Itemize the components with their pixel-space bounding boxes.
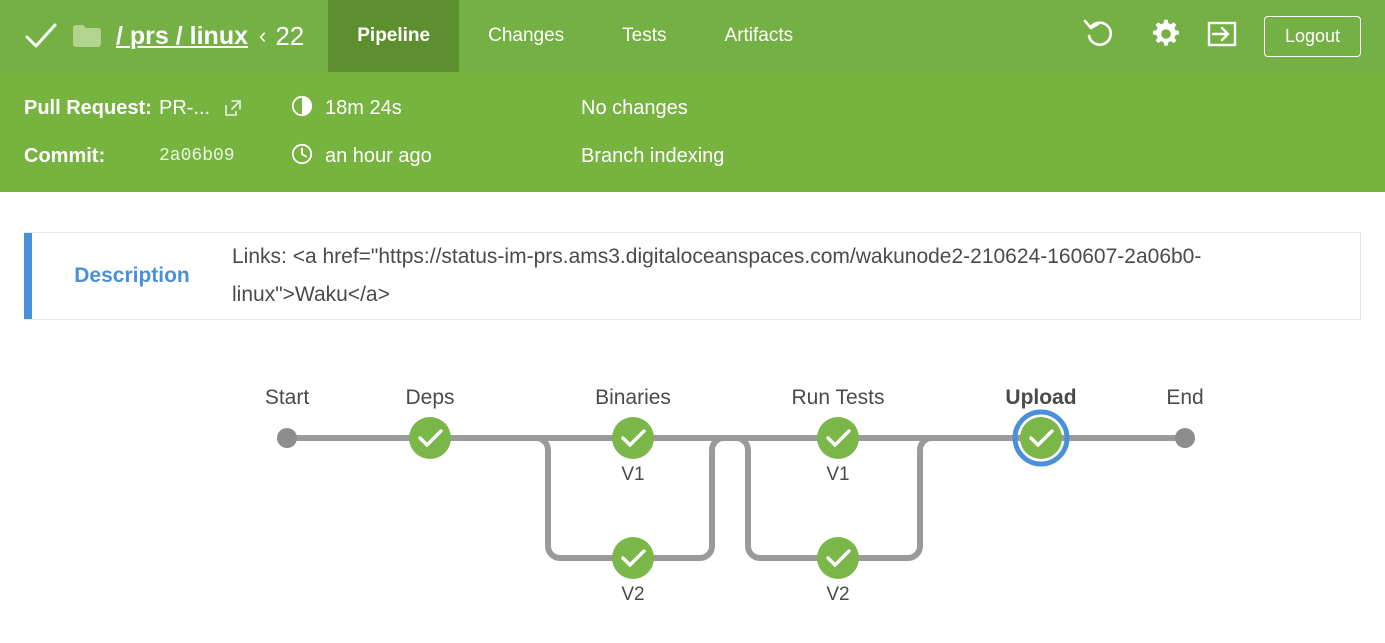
external-link-icon[interactable] (224, 99, 242, 117)
commit-hash[interactable]: 2a06b09 (159, 146, 235, 166)
description-accent-bar (24, 233, 32, 319)
pull-request-row: Pull Request: PR-... 18m 24s No changes (24, 84, 1361, 132)
stage-label-start: Start (265, 386, 310, 409)
time-block: an hour ago (291, 143, 581, 170)
tab-tests[interactable]: Tests (622, 25, 667, 46)
check-icon (418, 429, 443, 447)
node-sublabel-binaries-v1: V1 (621, 464, 644, 485)
check-icon (826, 429, 851, 447)
header-actions: Logout (1060, 0, 1385, 72)
tab-changes[interactable]: Changes (488, 25, 565, 46)
stage-label-binaries[interactable]: Binaries (595, 386, 671, 409)
pull-request-label: Pull Request: (24, 96, 152, 119)
selected-ring (1012, 409, 1070, 467)
description-text: Links: <a href="https://status-im-prs.am… (232, 245, 1202, 306)
duration-block: 18m 24s (291, 95, 581, 122)
tab-pipeline[interactable]: Pipeline (328, 0, 460, 72)
pipeline-graph-svg: Start Deps Binaries Run Tests Upload End… (265, 386, 1204, 605)
header-left: / prs / linux ‹ 22 (0, 0, 304, 72)
node-binaries-v2[interactable] (612, 537, 654, 579)
node-sublabel-run-tests-v1: V1 (826, 464, 849, 485)
breadcrumb: / prs / linux ‹ 22 (116, 21, 304, 52)
stage-label-end: End (1166, 386, 1203, 409)
app-header: / prs / linux ‹ 22 Pipeline Changes Test… (0, 0, 1385, 72)
tab-artifacts[interactable]: Artifacts (724, 25, 794, 46)
gear-icon (1151, 19, 1181, 54)
commit-meta: an hour ago Branch indexing (291, 143, 1361, 170)
node-sublabel-run-tests-v2: V2 (826, 584, 849, 605)
clock-icon (291, 143, 313, 170)
stage-label-run-tests[interactable]: Run Tests (792, 386, 885, 409)
run-status-check-icon (24, 19, 58, 53)
node-upload[interactable] (1012, 409, 1070, 467)
chevron-left-icon[interactable]: ‹ (259, 23, 267, 48)
duration-value: 18m 24s (325, 96, 402, 119)
changes-summary: No changes (581, 96, 688, 119)
logout-arrow-icon (1207, 19, 1237, 54)
run-info-bar: Pull Request: PR-... 18m 24s No changes (0, 72, 1385, 192)
pipeline-graph: Start Deps Binaries Run Tests Upload End… (0, 348, 1385, 608)
description-label: Description (74, 264, 190, 287)
logout-button[interactable]: Logout (1263, 15, 1361, 57)
edge-binaries-v2-merge (649, 435, 739, 561)
breadcrumb-root-link[interactable]: / (116, 21, 130, 50)
stage-label-deps[interactable]: Deps (405, 386, 454, 409)
check-icon (1029, 429, 1054, 447)
node-run-tests-v1[interactable] (817, 417, 859, 459)
node-binaries-v1[interactable] (612, 417, 654, 459)
pull-request-meta: 18m 24s No changes (291, 95, 1361, 122)
node-end[interactable] (1175, 428, 1195, 448)
header-tabs: Pipeline Changes Tests Artifacts (328, 0, 822, 72)
node-deps[interactable] (409, 417, 451, 459)
go-to-classic-button[interactable] (1194, 0, 1250, 72)
description-panel: Description Links: <a href="https://stat… (24, 232, 1361, 320)
stage-label-upload[interactable]: Upload (1005, 386, 1076, 409)
node-start[interactable] (277, 428, 297, 448)
duration-icon (291, 95, 313, 122)
rerun-button[interactable] (1060, 0, 1138, 72)
check-icon (621, 429, 646, 447)
check-icon (621, 549, 646, 567)
node-run-tests-v2[interactable] (817, 537, 859, 579)
pipeline-edges (292, 435, 1180, 561)
time-ago-value: an hour ago (325, 144, 432, 167)
run-number: 22 (275, 20, 305, 51)
settings-button[interactable] (1138, 0, 1194, 72)
edge-runtests-v2-upload (854, 435, 1025, 561)
breadcrumb-separator[interactable]: / (168, 21, 190, 50)
folder-icon (72, 24, 102, 48)
edge-split-runtests-v2 (733, 435, 822, 561)
breadcrumb-org-link[interactable]: prs (129, 21, 169, 50)
commit-label: Commit: (24, 144, 106, 167)
pull-request-value: PR-... (159, 96, 211, 119)
node-sublabel-binaries-v2: V2 (621, 584, 644, 605)
rerun-icon (1082, 17, 1116, 56)
edge-deps-binaries-v2 (447, 435, 617, 561)
commit-row: Commit: 2a06b09 an hour ago Branch index… (24, 132, 1361, 180)
check-icon (826, 549, 851, 567)
run-cause: Branch indexing (581, 144, 725, 167)
breadcrumb-pipeline-link[interactable]: linux (189, 21, 248, 50)
